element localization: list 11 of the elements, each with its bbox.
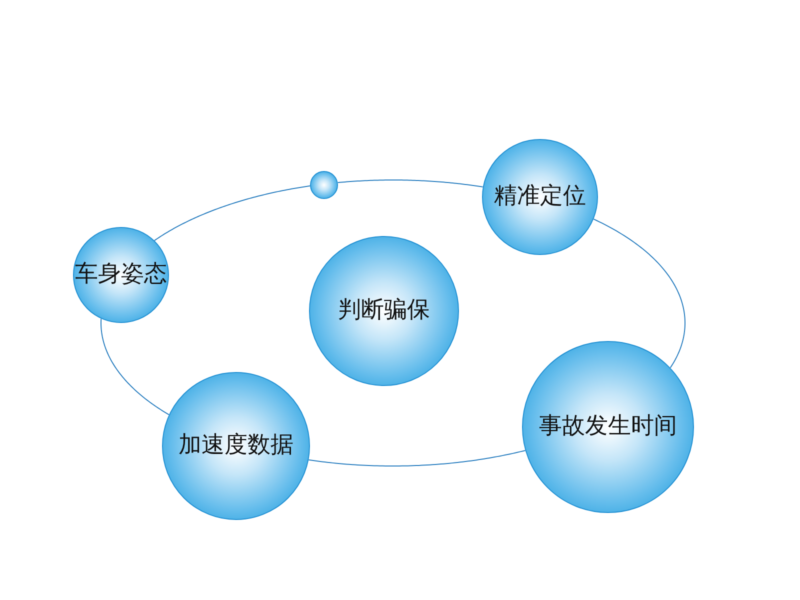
- orbit-line: [308, 450, 526, 466]
- orbit-line: [337, 180, 484, 188]
- node-label: 事故发生时间: [539, 413, 677, 441]
- orbit-line: [593, 218, 686, 368]
- node-label: 车身姿态: [75, 261, 167, 289]
- small-sphere: [310, 171, 338, 199]
- node-label: 判断骗保: [338, 297, 430, 325]
- node-label: 精准定位: [494, 183, 586, 211]
- node-label: 加速度数据: [178, 432, 294, 460]
- orbit-line: [100, 318, 170, 416]
- orbit-line: [154, 185, 311, 242]
